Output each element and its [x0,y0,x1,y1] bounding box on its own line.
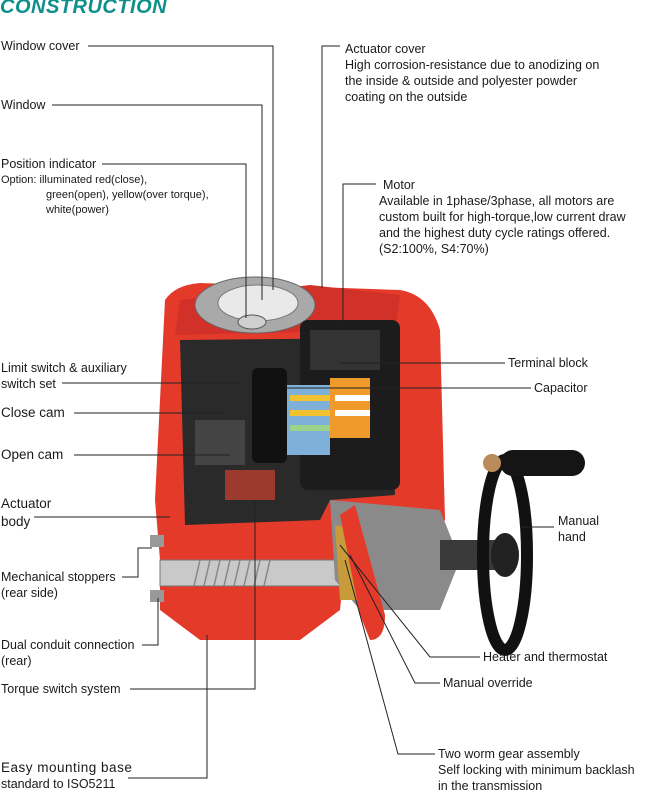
label-capacitor: Capacitor [534,381,588,395]
label-limit-switch-line2: switch set [1,377,56,391]
label-mechanical-stoppers-line2: (rear side) [1,586,58,600]
label-mounting-base-line1: Easy mounting base [1,760,133,775]
leader-actuator-cover [321,45,340,288]
leader-dual-conduit [142,598,159,646]
leader-worm-gear [344,559,435,755]
label-actuator-cover-desc1: High corrosion-resistance due to anodizi… [345,58,600,72]
label-open-cam: Open cam [1,447,64,462]
label-close-cam: Close cam [1,405,65,420]
label-actuator-body-line2: body [1,514,31,529]
handwheel-shaft [440,540,500,570]
handwheel-hub [491,533,519,577]
label-option-line3: white(power) [46,204,109,216]
leader-motor [342,183,376,322]
leader-mounting-base [128,635,208,779]
label-motor: Motor [383,178,415,192]
label-motor-desc1: Available in 1phase/3phase, all motors a… [379,194,615,208]
cam-stack [195,420,245,465]
stopper-bolt [150,535,164,547]
label-actuator-body-line1: Actuator [1,496,52,511]
label-worm-gear-line2: Self locking with minimum backlash [438,763,635,777]
label-motor-desc3: and the highest duty cycle ratings offer… [379,226,611,240]
label-actuator-cover-desc3: coating on the outside [345,90,468,104]
handle-knob [483,454,501,472]
leader-position-indicator [102,163,247,318]
label-dual-conduit-line2: (rear) [1,654,32,668]
leader-manual-override [349,554,440,684]
label-torque-switch: Torque switch system [1,682,121,696]
label-option-line1: Option: illuminated red(close), [1,174,148,186]
leader-window [52,104,263,300]
leader-torque-switch [130,500,256,690]
page-title: CONSTRUCTION [0,0,168,18]
label-worm-gear-line1: Two worm gear assembly [438,747,580,761]
label-motor-desc2: custom built for high-torque,low current… [379,210,626,224]
label-worm-gear-line3: in the transmission [438,779,543,793]
limit-switch-block [225,470,275,500]
worm-thread [193,559,271,587]
label-motor-desc4: (S2:100%, S4:70%) [379,242,489,256]
label-window: Window [1,98,46,112]
label-dual-conduit-line1: Dual conduit connection [1,638,135,652]
label-manual-override: Manual override [443,676,533,690]
leader-window-cover [88,45,274,290]
label-heater-thermostat: Heater and thermostat [483,650,608,664]
capacitor-can [252,368,287,463]
label-mounting-base-line2: standard to ISO5211 [1,777,116,791]
label-window-cover: Window cover [1,39,80,53]
label-position-indicator: Position indicator [1,157,97,171]
label-terminal-block: Terminal block [508,356,588,370]
label-manual-hand-line2: hand [558,530,586,544]
leader-heater [339,544,480,658]
handwheel-handle [500,450,585,476]
label-option-line2: green(open), yellow(over torque), [46,189,209,201]
label-actuator-cover: Actuator cover [345,42,426,56]
label-limit-switch-line1: Limit switch & auxiliary [1,361,127,375]
leader-mechanical-stoppers [122,547,152,578]
label-mechanical-stoppers-line1: Mechanical stoppers [1,570,116,584]
conduit-plug [150,590,164,602]
label-actuator-cover-desc2: the inside & outside and polyester powde… [345,74,578,88]
position-indicator-disc [237,314,267,330]
label-manual-hand-line1: Manual [558,514,599,528]
